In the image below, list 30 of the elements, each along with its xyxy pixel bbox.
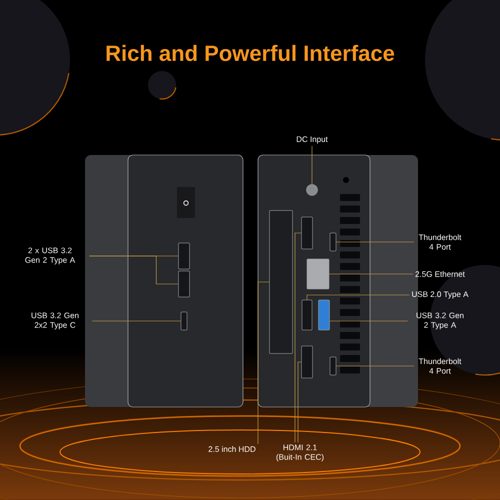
port-label: USB 3.2 Gen 2 Type A: [416, 312, 464, 330]
usb-port: [318, 300, 330, 330]
drive-bay: [269, 210, 293, 354]
port-label: 2 x USB 3.2 Gen 2 Type A: [25, 248, 76, 264]
leader-line: [306, 294, 410, 300]
leader-line: [298, 362, 302, 443]
usb-port: [178, 270, 190, 298]
usb-port: [178, 242, 190, 270]
leader-line: [258, 282, 270, 444]
port-label: USB 2.0 Type A: [412, 291, 468, 299]
port-label: 2.5 inch HDD: [208, 446, 256, 452]
port-label: HDMI 2.1 (Buit-In CEC): [276, 444, 324, 462]
leader-line: [329, 320, 408, 322]
usb-port: [302, 300, 312, 330]
ethernet-port: [306, 258, 330, 290]
port-label: USB 3.2 Gen 2x2 Type C: [32, 312, 78, 330]
leader-line: [88, 256, 179, 284]
port-label: Thunderbolt 4 Port: [418, 358, 462, 374]
usb-c-port: [330, 356, 336, 376]
hdmi-port: [301, 346, 313, 378]
port-label: Thunderbolt 4 Port: [418, 234, 462, 250]
usb-c-port: [330, 232, 336, 252]
leader-line: [294, 232, 302, 443]
leader-line: [92, 320, 182, 322]
port-label: 2.5G Ethernet: [416, 271, 465, 277]
hdmi-port: [301, 216, 313, 250]
power-jack: [306, 184, 318, 196]
title: Rich and Powerful Interface: [106, 44, 394, 62]
usb-c-port: [180, 312, 188, 330]
port-label: DC Input: [296, 136, 328, 144]
